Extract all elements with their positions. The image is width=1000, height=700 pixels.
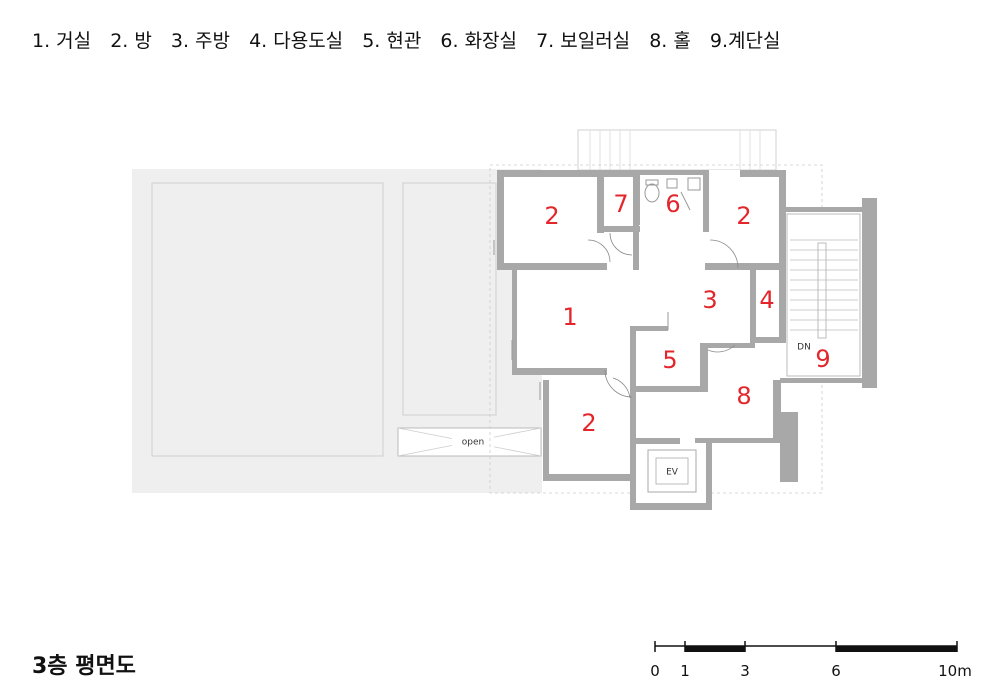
room-number-utility: 4: [759, 286, 774, 314]
legend-item: 2. 방: [110, 30, 152, 52]
stair-treads: [786, 213, 861, 377]
open-label: open: [462, 438, 484, 448]
dn-label: DN: [797, 343, 811, 353]
ev-label: EV: [666, 468, 679, 478]
elevator: EV: [647, 449, 697, 493]
open-void: open: [397, 427, 542, 457]
room-number-room-a: 2: [544, 202, 559, 230]
legend-item: 6. 화장실: [440, 30, 518, 52]
scale-label: 6: [831, 662, 841, 680]
scale-label: 10m: [938, 662, 972, 680]
walls: [497, 170, 877, 510]
balcony-railing: [577, 129, 777, 171]
room-number-boiler: 7: [613, 190, 628, 218]
legend-item: 3. 주방: [170, 30, 231, 52]
room-number-room-c: 2: [581, 409, 596, 437]
room-number-room-b: 2: [736, 202, 751, 230]
legend-item: 8. 홀: [649, 30, 691, 52]
plan-title: 3층 평면도: [32, 654, 136, 679]
legend-item: 5. 현관: [362, 30, 422, 52]
room-number-hall: 8: [736, 382, 751, 410]
room-number-living: 1: [562, 303, 577, 331]
scale-label: 0: [650, 662, 660, 680]
scale-label: 3: [740, 662, 750, 680]
room-number-entrance: 5: [662, 346, 677, 374]
site-boundary: [489, 164, 823, 494]
terrace-panel-left: [151, 182, 384, 457]
room-legend: 1. 거실 2. 방 3. 주방 4. 다용도실 5. 현관 6. 화장실 7.…: [32, 26, 793, 53]
room-number-bathroom: 6: [665, 190, 680, 218]
scale-label: 1: [680, 662, 690, 680]
scale-bar: 0 1 3 6 10m: [650, 641, 972, 680]
room-number-kitchen: 3: [702, 286, 717, 314]
terrace-panel-right: [402, 182, 497, 416]
bathroom-fixtures: [644, 177, 701, 211]
legend-item: 1. 거실: [32, 30, 92, 52]
legend-item: 4. 다용도실: [249, 30, 344, 52]
room-number-stair: 9: [815, 345, 830, 373]
door-swings: [493, 232, 739, 400]
legend-item: 7. 보일러실: [536, 30, 631, 52]
legend-item: 9.계단실: [709, 30, 781, 52]
